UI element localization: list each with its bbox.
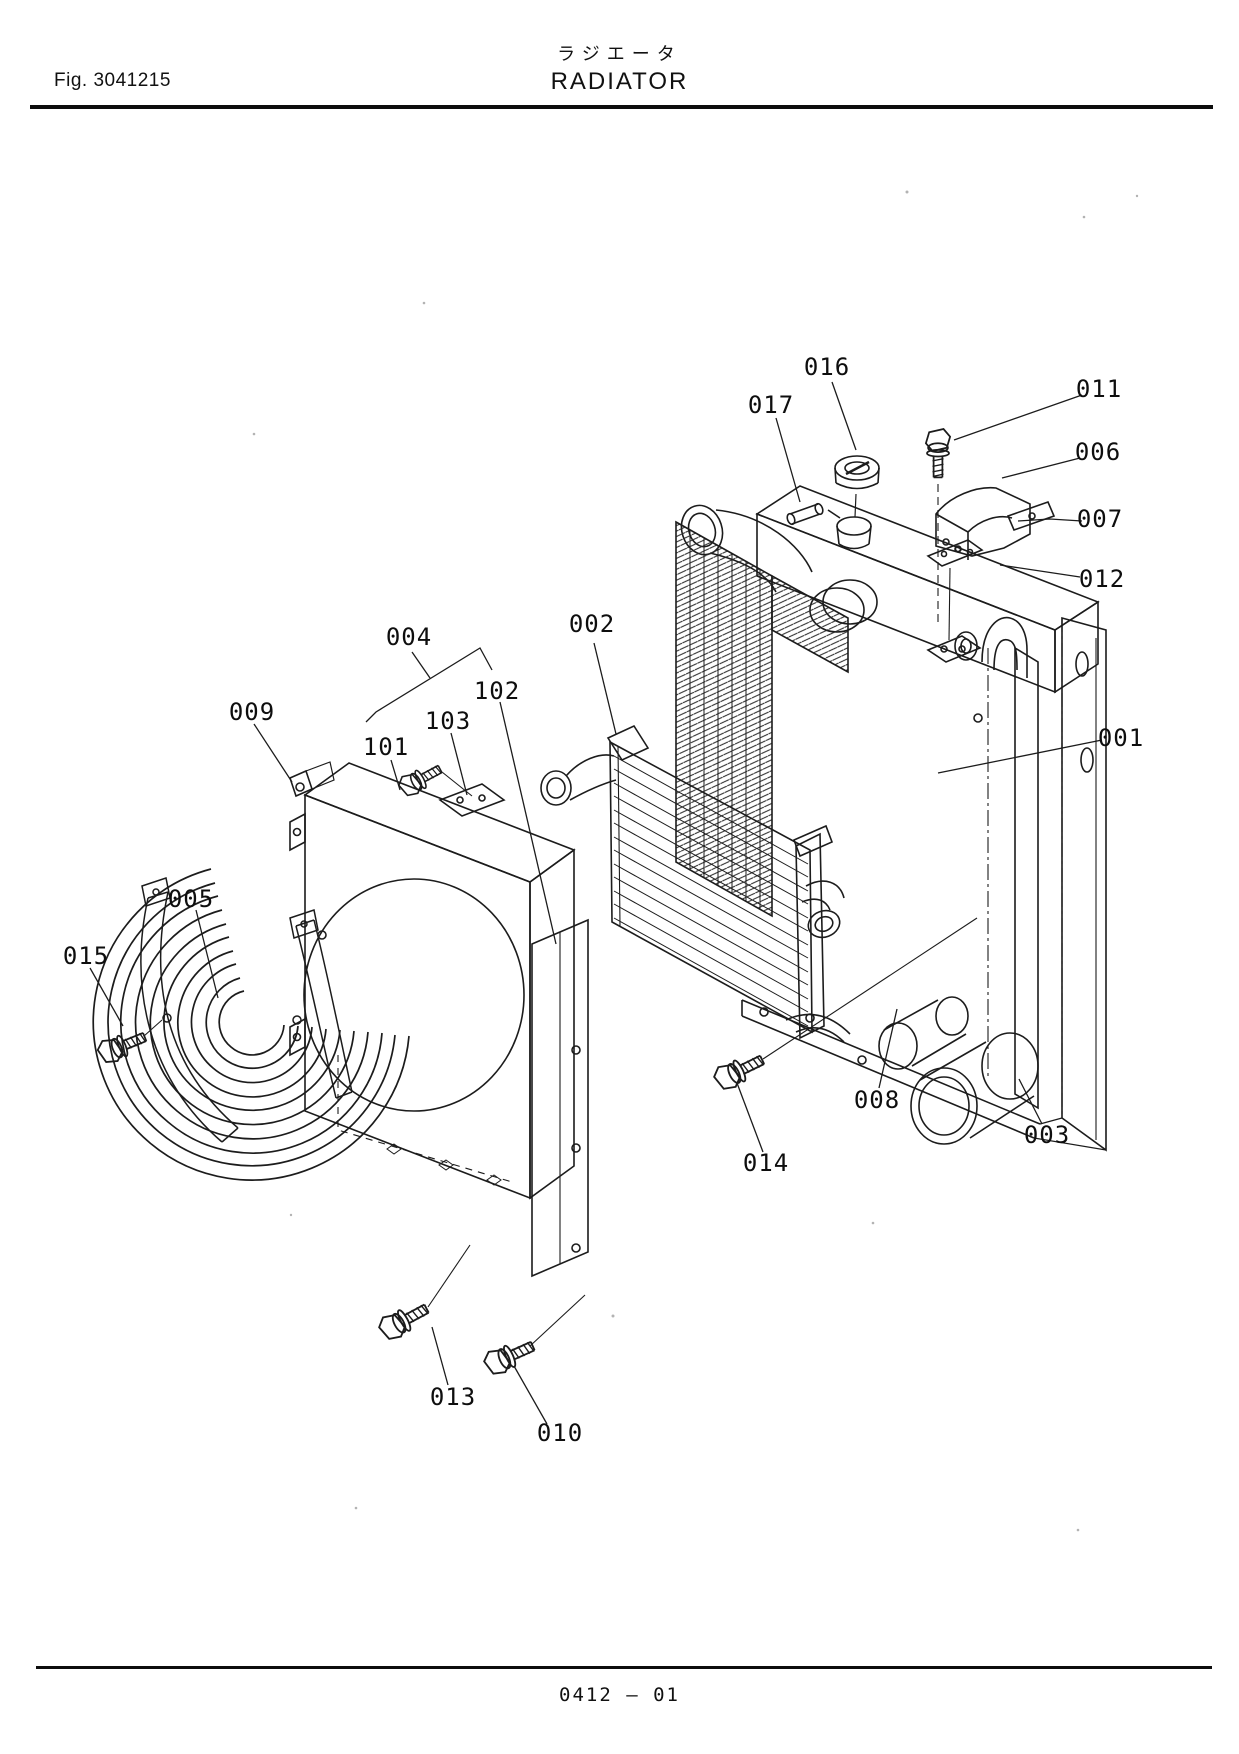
page-title-japanese: ラジエータ (557, 44, 682, 65)
fan-guard-art (92, 868, 410, 1181)
mount-plate-012-art (926, 539, 984, 567)
callout-010: 010 (536, 1419, 584, 1447)
radiator-cap-art (834, 455, 880, 518)
radiator-assembly-art (675, 428, 1107, 1152)
callout-leader-lines (89, 381, 1103, 1425)
shroud-upper-art (289, 762, 576, 1200)
mount-flange-007-art (1006, 500, 1056, 532)
callout-001: 001 (1097, 724, 1145, 752)
radiator-side-frame-art (973, 646, 1039, 1110)
page-title-english: RADIATOR (550, 68, 689, 95)
outlet-pipes-art (878, 996, 1039, 1145)
guard-straps (140, 877, 353, 1143)
shroud-lower-duct-art (531, 918, 589, 1278)
callout-003: 003 (1023, 1121, 1071, 1149)
callout-016: 016 (803, 353, 851, 381)
oil-cooler-art (540, 724, 845, 1040)
callout-004: 004 (385, 623, 433, 651)
bolt-015-art (94, 1019, 163, 1068)
callout-017: 017 (747, 391, 795, 419)
callout-011: 011 (1075, 375, 1123, 403)
diagram-line-art (89, 190, 1139, 1532)
overflow-tube-art (786, 502, 824, 526)
filler-neck-art (827, 509, 872, 550)
callout-101: 101 (362, 733, 410, 761)
callout-103: 103 (424, 707, 472, 735)
bolt-010-art (480, 1294, 586, 1380)
cooler-hatch (613, 755, 809, 1027)
page-code: 0412 — 01 (559, 1684, 680, 1706)
callout-015: 015 (62, 942, 110, 970)
bolt-103-art (395, 758, 473, 801)
callout-007: 007 (1076, 505, 1124, 533)
callout-012: 012 (1078, 565, 1126, 593)
callout-008: 008 (853, 1086, 901, 1114)
cooler-right-bar (792, 824, 834, 1040)
callout-005: 005 (167, 885, 215, 913)
bolt-011-art (925, 428, 951, 641)
callout-102: 102 (473, 677, 521, 705)
fan-shroud-art (289, 758, 589, 1278)
clip-009-art (289, 761, 335, 798)
callout-014: 014 (742, 1149, 790, 1177)
mount-pad-art (926, 635, 982, 663)
callout-013: 013 (429, 1383, 477, 1411)
cooler-bottom-fitting-art (801, 880, 845, 939)
footer-rule (36, 1666, 1212, 1669)
bolt-014-art (710, 917, 978, 1095)
bolt-013-art (374, 1244, 471, 1345)
callout-009: 009 (228, 698, 276, 726)
callout-006: 006 (1074, 438, 1122, 466)
shroud-mount-plate-art (438, 783, 506, 817)
callout-002: 002 (568, 610, 616, 638)
scan-specks (252, 190, 1139, 1532)
radiator-core-fins (675, 520, 849, 918)
figure-number-label: Fig. 3041215 (54, 70, 171, 91)
cooler-top-fitting-art (540, 754, 617, 806)
header-rule (30, 105, 1213, 109)
